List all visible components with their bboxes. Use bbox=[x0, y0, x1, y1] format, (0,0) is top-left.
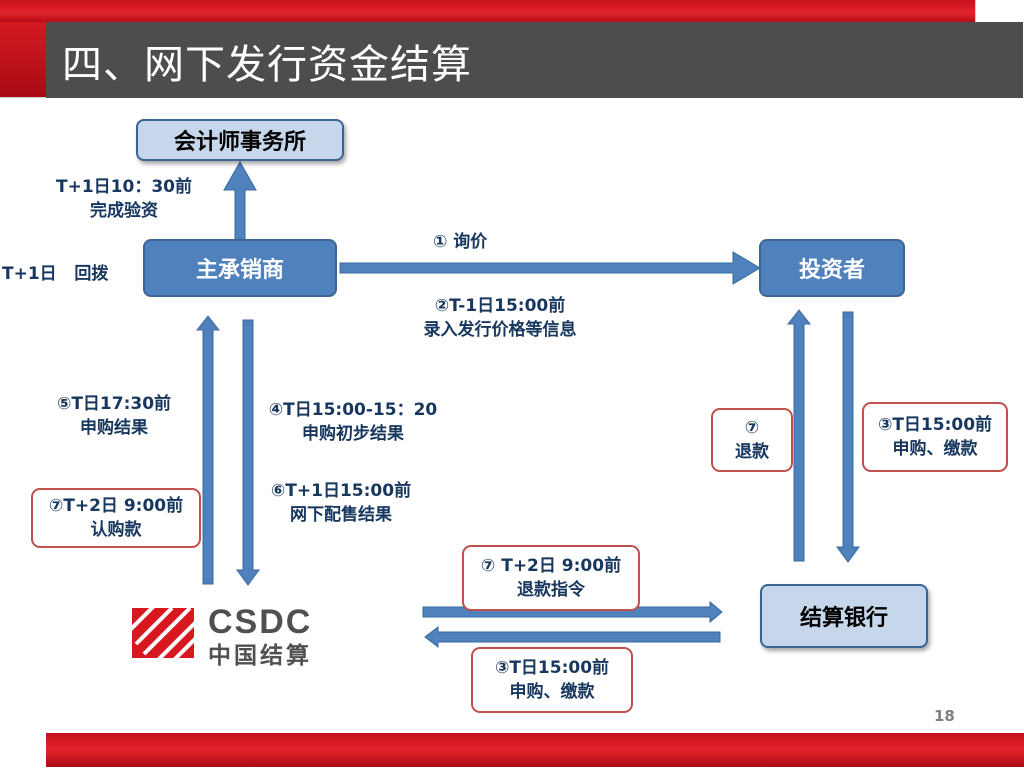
placement-label-line1: ⑥T+1日15:00前 bbox=[270, 481, 412, 501]
inquiry-label-line1: ① 询价 bbox=[433, 232, 488, 252]
verify-label: T+1日10：30前 完成验资 bbox=[50, 175, 198, 223]
arrow-pay-down bbox=[836, 311, 860, 563]
csdc-logo-chinese: 中国结算 bbox=[208, 643, 312, 669]
accounting-firm-label: 会计师事务所 bbox=[173, 130, 306, 155]
bottom-accent-bar bbox=[46, 733, 1024, 767]
prelim-label-line1: ④T日15:00-15：20 bbox=[268, 400, 438, 420]
pay-bottom-callout-line2: 申购、缴款 bbox=[509, 682, 595, 702]
result-label: ⑤T日17:30前 申购结果 bbox=[46, 392, 182, 440]
pay-bottom-callout-line1: ③T日15:00前 bbox=[494, 658, 610, 678]
verify-label-line1: T+1日10：30前 bbox=[56, 177, 192, 197]
refund-callout-line2: 退款 bbox=[735, 442, 769, 462]
csdc-logo-icon bbox=[132, 608, 194, 658]
page-number: 18 bbox=[934, 707, 955, 725]
entry-label: ②T-1日15:00前 录入发行价格等信息 bbox=[408, 294, 592, 342]
placement-label: ⑥T+1日15:00前 网下配售结果 bbox=[262, 479, 420, 527]
pay-bottom-callout: ③T日15:00前 申购、缴款 bbox=[471, 647, 633, 713]
pay-right-callout-line1: ③T日15:00前 bbox=[877, 415, 993, 435]
lead-underwriter-node: 主承销商 bbox=[143, 239, 337, 297]
arrow-result-up bbox=[195, 315, 221, 585]
settlement-bank-label: 结算银行 bbox=[799, 606, 888, 631]
result-label-line2: 申购结果 bbox=[80, 418, 148, 438]
prelim-label: ④T日15:00-15：20 申购初步结果 bbox=[258, 398, 448, 446]
arrow-to-accounting-firm bbox=[223, 160, 257, 241]
pay-right-callout-line2: 申购、缴款 bbox=[892, 439, 978, 459]
refund-instruction-callout-line2: 退款指令 bbox=[517, 580, 585, 600]
subscribe-callout-line1: ⑦T+2日 9:00前 bbox=[48, 496, 184, 516]
top-accent-bar bbox=[0, 0, 975, 22]
entry-label-line2: 录入发行价格等信息 bbox=[423, 320, 577, 340]
prelim-label-line2: 申购初步结果 bbox=[302, 424, 404, 444]
refund-callout-line1: ⑦ bbox=[744, 418, 760, 438]
refund-callout: ⑦ 退款 bbox=[711, 408, 793, 472]
investor-label: 投资者 bbox=[798, 258, 865, 283]
result-label-line1: ⑤T日17:30前 bbox=[56, 394, 172, 414]
arrow-prelim-down bbox=[236, 319, 260, 586]
subscribe-callout-line2: 认购款 bbox=[90, 520, 142, 540]
arrow-refund-up bbox=[786, 309, 812, 562]
entry-label-line1: ②T-1日15:00前 bbox=[434, 296, 566, 316]
slide-title: 四、网下发行资金结算 bbox=[62, 42, 472, 88]
transfer-label: T+1日 回拨 bbox=[2, 262, 108, 286]
refund-instruction-callout-line1: ⑦ T+2日 9:00前 bbox=[480, 556, 622, 576]
settlement-bank-node: 结算银行 bbox=[760, 584, 928, 648]
arrow-inquiry bbox=[339, 251, 761, 285]
csdc-logo-latin: CSDC bbox=[208, 603, 313, 641]
refund-instruction-callout: ⑦ T+2日 9:00前 退款指令 bbox=[462, 545, 640, 611]
transfer-label-line1: T+1日 回拨 bbox=[2, 264, 109, 284]
title-bar bbox=[46, 22, 1023, 98]
investor-node: 投资者 bbox=[759, 239, 905, 297]
inquiry-label: ① 询价 bbox=[433, 230, 487, 254]
accounting-firm-node: 会计师事务所 bbox=[136, 119, 344, 161]
placement-label-line2: 网下配售结果 bbox=[290, 505, 392, 525]
pay-right-callout: ③T日15:00前 申购、缴款 bbox=[862, 402, 1008, 472]
arrow-payment-to-csdc bbox=[424, 625, 721, 649]
lead-underwriter-label: 主承销商 bbox=[195, 258, 284, 283]
left-accent-block bbox=[0, 22, 46, 98]
subscribe-callout: ⑦T+2日 9:00前 认购款 bbox=[31, 488, 201, 548]
verify-label-line2: 完成验资 bbox=[90, 201, 158, 221]
